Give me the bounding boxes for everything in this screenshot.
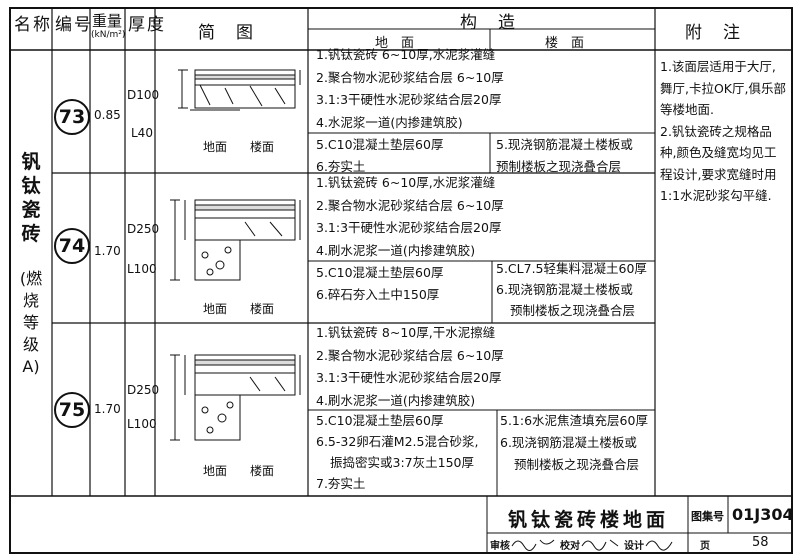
row-thick-floor: L100 bbox=[127, 417, 157, 431]
row-ground-layers: 5.C10混凝土垫层60厚 6.夯实土 bbox=[316, 134, 443, 178]
header-ground: 地 面 bbox=[375, 36, 415, 51]
design-label: 设计 bbox=[624, 541, 644, 552]
layer: 5.CL7.5轻集料混凝土60厚 bbox=[496, 261, 647, 276]
layer: 预制楼板之现浇叠合层 bbox=[510, 303, 636, 318]
row-thick-ground: D100 bbox=[127, 88, 160, 102]
layer: 1.钒钛瓷砖 6~10厚,水泥浆灌缝 bbox=[316, 175, 496, 190]
row-thick-floor: L40 bbox=[131, 126, 153, 140]
row-floor-layers: 5.CL7.5轻集料混凝土60厚 6.现浇钢筋混凝土楼板或 预制楼板之现浇叠合层 bbox=[496, 258, 647, 321]
layer: 6.现浇钢筋混凝土楼板或 bbox=[496, 282, 633, 297]
row-ground-layers: 5.C10混凝土垫层60厚 6.碎石夯入土中150厚 bbox=[316, 262, 443, 306]
header-construction: 构 造 bbox=[460, 13, 517, 33]
layer: 3.1:3干硬性水泥砂浆结合层20厚 bbox=[316, 92, 502, 107]
row-floor-layers: 5.现浇钢筋混凝土楼板或 预制楼板之现浇叠合层 bbox=[496, 134, 633, 178]
layer: 5.C10混凝土垫层60厚 bbox=[316, 137, 444, 152]
row-number-badge: 75 bbox=[54, 392, 90, 428]
header-number: 编号 bbox=[55, 15, 93, 35]
header-upper: 楼 面 bbox=[545, 36, 585, 51]
diagram-ground-label: 地面 bbox=[203, 302, 228, 316]
layer: 4.水泥浆一道(内掺建筑胶) bbox=[316, 114, 463, 130]
row-floor-layers: 5.1:6水泥焦渣填充层60厚 6.现浇钢筋混凝土楼板或 预制楼板之现浇叠合层 bbox=[500, 410, 648, 476]
note-item: 1.该面层适用于大厅,舞厅,卡拉OK厅,俱乐部等楼地面. bbox=[660, 59, 786, 117]
header-thickness: 厚度 bbox=[128, 15, 166, 35]
diagram-floor-label: 楼面 bbox=[250, 140, 275, 154]
layer: 5.C10混凝土垫层60厚 bbox=[316, 265, 444, 280]
diagram-ground-label: 地面 bbox=[203, 140, 228, 154]
layer: 2.聚合物水泥砂浆结合层 6~10厚 bbox=[316, 347, 504, 363]
layer: 3.1:3干硬性水泥砂浆结合层20厚 bbox=[316, 220, 502, 235]
fire-rating: (燃烧等级A) bbox=[19, 269, 43, 376]
header-name: 名称 bbox=[14, 15, 52, 35]
diagram-ground-label: 地面 bbox=[203, 464, 228, 478]
row-number-badge: 73 bbox=[54, 99, 90, 135]
review-label: 审核 bbox=[490, 541, 510, 552]
layer: 6.碎石夯入土中150厚 bbox=[316, 287, 440, 302]
header-weight-unit: (kN/m²) bbox=[91, 30, 126, 40]
row-thick-ground: D250 bbox=[127, 383, 160, 397]
layer: 5.1:6水泥焦渣填充层60厚 bbox=[500, 413, 648, 428]
row-weight: 1.70 bbox=[94, 402, 121, 416]
row-common-layers: 1.钒钛瓷砖 8~10厚,干水泥擦缝 2.聚合物水泥砂浆结合层 6~10厚 3.… bbox=[316, 322, 504, 412]
row-weight: 0.85 bbox=[94, 108, 121, 122]
material-name: 钒钛瓷砖 bbox=[21, 151, 41, 245]
layer: 2.聚合物水泥砂浆结合层 6~10厚 bbox=[316, 69, 504, 85]
layer: 1.钒钛瓷砖 8~10厚,干水泥擦缝 bbox=[316, 325, 496, 340]
check-label: 校对 bbox=[560, 541, 580, 552]
row-common-layers: 1.钒钛瓷砖 6~10厚,水泥浆灌缝 2.聚合物水泥砂浆结合层 6~10厚 3.… bbox=[316, 172, 504, 262]
row-weight: 1.70 bbox=[94, 244, 121, 258]
layer: 3.1:3干硬性水泥砂浆结合层20厚 bbox=[316, 370, 502, 385]
diagram-floor-label: 楼面 bbox=[250, 302, 275, 316]
drawing-title: 钒钛瓷砖楼地面 bbox=[508, 509, 670, 531]
row-ground-layers: 5.C10混凝土垫层60厚 6.5-32卵石灌M2.5混合砂浆, 振捣密实或3:… bbox=[316, 410, 478, 494]
notes: 1.该面层适用于大厅,舞厅,卡拉OK厅,俱乐部等楼地面. 2.钒钛瓷砖之规格品种… bbox=[660, 56, 788, 207]
header-notes: 附 注 bbox=[685, 23, 742, 43]
page-label: 页 bbox=[700, 541, 710, 552]
row-number-badge: 74 bbox=[54, 228, 90, 264]
layer: 5.现浇钢筋混凝土楼板或 bbox=[496, 137, 633, 152]
row-thick-ground: D250 bbox=[127, 222, 160, 236]
diagram-floor-label: 楼面 bbox=[250, 464, 275, 478]
header-weight: 重量 bbox=[92, 12, 123, 30]
layer: 预制楼板之现浇叠合层 bbox=[496, 159, 622, 174]
layer: 5.C10混凝土垫层60厚 bbox=[316, 413, 444, 428]
layer: 2.聚合物水泥砂浆结合层 6~10厚 bbox=[316, 197, 504, 213]
note-item: 2.钒钛瓷砖之规格品种,颜色及缝宽均见工程设计,要求宽缝时用1:1水泥砂浆勾平缝… bbox=[660, 123, 777, 204]
row-thick-floor: L100 bbox=[127, 262, 157, 276]
layer: 振捣密实或3:7灰土150厚 bbox=[330, 455, 474, 470]
header-diagram: 简 图 bbox=[198, 23, 255, 43]
atlas-label: 图集号 bbox=[691, 510, 724, 523]
layer: 1.钒钛瓷砖 6~10厚,水泥浆灌缝 bbox=[316, 47, 496, 62]
layer: 4.刷水泥浆一道(内掺建筑胶) bbox=[316, 242, 476, 258]
atlas-number: 01J304 bbox=[732, 505, 794, 524]
layer: 6.夯实土 bbox=[316, 159, 366, 174]
row-common-layers: 1.钒钛瓷砖 6~10厚,水泥浆灌缝 2.聚合物水泥砂浆结合层 6~10厚 3.… bbox=[316, 44, 504, 134]
layer: 6.5-32卵石灌M2.5混合砂浆, bbox=[316, 434, 479, 449]
layer: 6.现浇钢筋混凝土楼板或 bbox=[500, 435, 637, 450]
layer: 4.刷水泥浆一道(内掺建筑胶) bbox=[316, 392, 476, 408]
signatures bbox=[511, 539, 673, 551]
layer: 7.夯实土 bbox=[316, 476, 366, 491]
page-number: 58 bbox=[752, 535, 769, 550]
layer: 预制楼板之现浇叠合层 bbox=[514, 457, 640, 472]
